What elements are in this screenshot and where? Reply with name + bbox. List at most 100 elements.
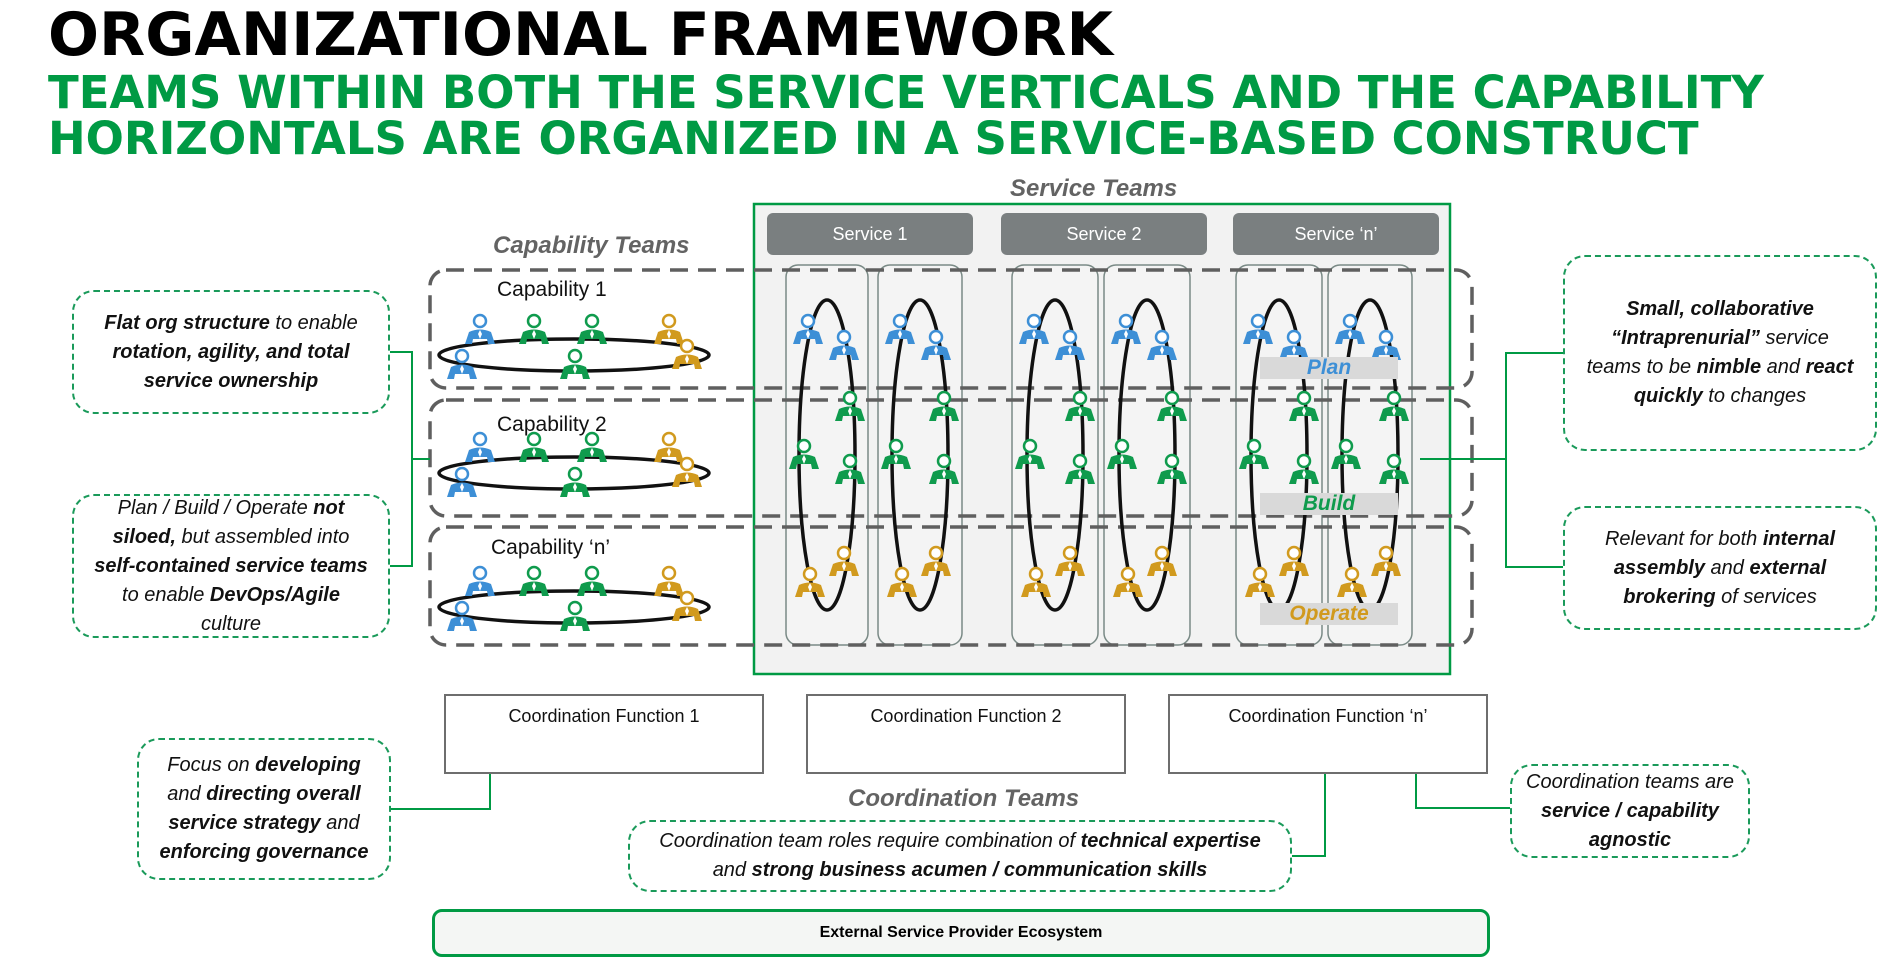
capability-label-n: Capability ‘n’ xyxy=(491,536,611,559)
person-icon xyxy=(1157,453,1187,484)
callout-text: developing xyxy=(255,754,361,776)
connector-agnostic xyxy=(1415,774,1510,809)
person-icon xyxy=(447,348,477,379)
callout-text: DevOps/Agile xyxy=(209,583,340,606)
page-title: ORGANIZATIONAL FRAMEWORK xyxy=(48,0,1113,70)
phase-bar-operate: Operate xyxy=(1260,602,1398,625)
callout-line: service ownership xyxy=(104,367,357,396)
person-icon xyxy=(672,338,702,369)
coordination-function-1: Coordination Function 1 xyxy=(444,694,764,774)
callout-text: and xyxy=(712,859,752,881)
person-icon xyxy=(1331,438,1361,469)
person-icon xyxy=(1337,566,1367,597)
coordination-teams-label: Coordination Teams xyxy=(848,785,1080,812)
coordination-function-n-label: Coordination Function ‘n’ xyxy=(1228,706,1428,726)
callout-line: quickly to changes xyxy=(1587,382,1854,411)
callout-text: strong business acumen / communication s… xyxy=(751,859,1208,881)
person-icon xyxy=(519,431,549,462)
person-icon xyxy=(465,565,495,596)
callout-line: Focus on developing xyxy=(160,751,369,780)
person-icon xyxy=(1157,390,1187,421)
callout-text: service xyxy=(1760,327,1829,349)
person-icon xyxy=(560,600,590,631)
callout-line: to enable DevOps/Agile xyxy=(94,581,367,610)
callout-text: Coordination team roles require combinat… xyxy=(659,830,1081,852)
person-icon xyxy=(447,600,477,631)
callout-text: enforcing governance xyxy=(159,841,369,863)
capability-row-3 xyxy=(428,525,1474,647)
callout-line: Coordination team roles require combinat… xyxy=(659,827,1260,856)
person-icon xyxy=(465,431,495,462)
person-icon xyxy=(1111,313,1141,344)
person-icon xyxy=(672,590,702,621)
person-icon xyxy=(793,313,823,344)
callout-text: but assembled into xyxy=(175,525,350,548)
person-icon xyxy=(789,438,819,469)
callout-line: Small, collaborative xyxy=(1587,295,1854,324)
callout-line: Relevant for both internal xyxy=(1605,525,1835,554)
callout-text: Small, collaborative xyxy=(1626,298,1814,320)
person-icon xyxy=(577,313,607,344)
person-icon xyxy=(654,313,684,344)
callout-line: brokering of services xyxy=(1605,583,1835,612)
person-icon xyxy=(1113,566,1143,597)
person-icon xyxy=(1055,545,1085,576)
person-icon xyxy=(1243,313,1273,344)
callout-line: enforcing governance xyxy=(160,838,369,867)
connector-focus xyxy=(391,774,491,810)
callout-text: and xyxy=(167,783,207,805)
callout-text: culture xyxy=(200,612,262,635)
person-icon xyxy=(829,329,859,360)
callout-text: rotation, agility, and total xyxy=(112,340,350,363)
person-icon xyxy=(921,545,951,576)
person-icon xyxy=(887,566,917,597)
callout-line: Plan / Build / Operate not xyxy=(94,494,367,523)
callout-text: and xyxy=(1761,356,1806,378)
callout-text: siloed, xyxy=(112,525,176,548)
service-team-loop-1 xyxy=(797,298,857,612)
person-icon xyxy=(519,565,549,596)
callout-text: self-contained service teams xyxy=(94,554,368,577)
person-icon xyxy=(835,453,865,484)
callout-line: agnostic xyxy=(1526,826,1734,855)
callout-text: of services xyxy=(1715,585,1817,608)
callout-text: react xyxy=(1805,356,1854,378)
person-icon xyxy=(1107,438,1137,469)
person-icon xyxy=(1279,329,1309,360)
callout-text: service / capability xyxy=(1541,799,1719,822)
coordination-function-n: Coordination Function ‘n’ xyxy=(1168,694,1488,774)
person-icon xyxy=(921,329,951,360)
person-icon xyxy=(1289,453,1319,484)
person-icon xyxy=(1289,390,1319,421)
callout-flat-org: Flat org structure to enable rotation, a… xyxy=(72,290,390,414)
callout-line: and directing overall xyxy=(160,780,369,809)
callout-line: service / capability xyxy=(1526,797,1734,826)
callout-line: Flat org structure to enable xyxy=(104,309,357,338)
person-icon xyxy=(519,313,549,344)
person-icon xyxy=(1371,329,1401,360)
page-subtitle: TEAMS WITHIN BOTH THE SERVICE VERTICALS … xyxy=(48,66,1764,165)
coordination-function-2: Coordination Function 2 xyxy=(806,694,1126,774)
person-icon xyxy=(1379,453,1409,484)
person-icon xyxy=(577,565,607,596)
callout-text: service strategy xyxy=(168,812,321,834)
person-icon xyxy=(1065,453,1095,484)
person-icon xyxy=(1371,545,1401,576)
external-ecosystem-bar: External Service Provider Ecosystem xyxy=(432,909,1490,957)
callout-text: directing overall xyxy=(206,783,361,805)
callout-line: siloed, but assembled into xyxy=(94,523,367,552)
callout-line: and strong business acumen / communicati… xyxy=(659,856,1260,885)
person-icon xyxy=(1279,545,1309,576)
callout-text: and xyxy=(320,812,360,834)
callout-text: teams to be xyxy=(1586,356,1697,378)
capability-label-2: Capability 2 xyxy=(497,413,607,436)
person-icon xyxy=(1015,438,1045,469)
callout-text: not xyxy=(313,496,345,519)
callout-text: brokering xyxy=(1623,585,1716,608)
person-icon xyxy=(795,566,825,597)
person-icon xyxy=(1021,566,1051,597)
capability-label-1: Capability 1 xyxy=(497,278,607,301)
